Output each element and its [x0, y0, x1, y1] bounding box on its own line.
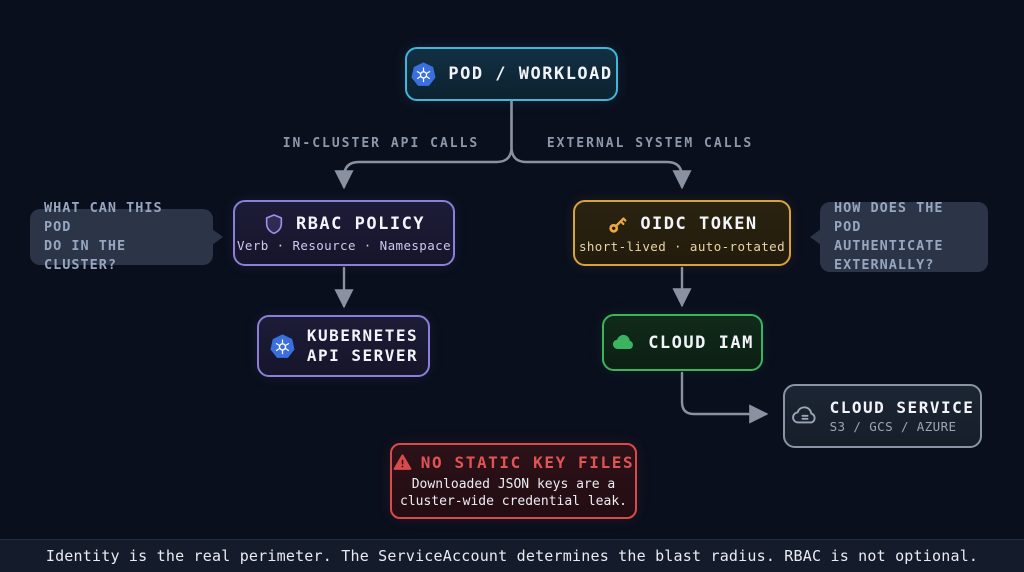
- key-icon: [602, 208, 635, 241]
- node-oidc-label: OIDC TOKEN: [640, 214, 758, 234]
- note-pointer-left: [810, 229, 821, 245]
- footer-bar: Identity is the real perimeter. The Serv…: [0, 539, 1024, 572]
- node-apiserver-label-line1: KUBERNETES: [306, 326, 419, 345]
- node-cloud-service: CLOUD SERVICE S3 / GCS / AZURE: [783, 384, 982, 448]
- shield-icon: [263, 213, 285, 235]
- node-pod-label: POD / WORKLOAD: [448, 64, 613, 84]
- branch-label-in-cluster: IN-CLUSTER API CALLS: [282, 136, 480, 151]
- warning-triangle-icon: [393, 453, 412, 472]
- node-apiserver-label-line2: API SERVER: [306, 346, 419, 365]
- note-line: WHAT CAN THIS POD: [44, 200, 163, 235]
- node-service-label: CLOUD SERVICE: [829, 398, 975, 417]
- node-oidc-subtitle: short-lived · auto-rotated: [578, 238, 786, 254]
- edge-iam-to-service: [680, 371, 769, 424]
- node-cloud-iam: CLOUD IAM: [602, 314, 763, 371]
- warning-no-static-keys: NO STATIC KEY FILES Downloaded JSON keys…: [390, 443, 637, 519]
- node-kubernetes-api-server: KUBERNETES API SERVER: [257, 315, 430, 377]
- node-rbac-policy: RBAC POLICY Verb · Resource · Namespace: [233, 200, 455, 266]
- kubernetes-icon: [410, 61, 437, 88]
- note-pointer-right: [212, 229, 223, 245]
- kubernetes-icon: [269, 333, 296, 360]
- warning-title: NO STATIC KEY FILES: [420, 452, 635, 472]
- note-line: DO IN THE CLUSTER?: [44, 238, 127, 273]
- note-rbac-question: WHAT CAN THIS POD DO IN THE CLUSTER?: [30, 200, 223, 273]
- note-line: EXTERNALLY?: [834, 257, 935, 273]
- warning-line: Downloaded JSON keys are a: [411, 476, 616, 492]
- note-line: HOW DOES THE POD: [834, 200, 944, 235]
- branch-label-external: EXTERNAL SYSTEM CALLS: [546, 136, 754, 151]
- node-iam-label: CLOUD IAM: [648, 332, 754, 353]
- footer-text: Identity is the real perimeter. The Serv…: [45, 547, 979, 565]
- cloud-icon: [611, 330, 637, 356]
- edge-pod-to-oidc: [510, 99, 692, 190]
- node-rbac-subtitle: Verb · Resource · Namespace: [237, 238, 451, 253]
- node-oidc-token: OIDC TOKEN short-lived · auto-rotated: [573, 200, 791, 266]
- warning-line: cluster-wide credential leak.: [400, 493, 627, 509]
- node-service-subtitle: S3 / GCS / AZURE: [829, 419, 957, 434]
- note-oidc-question: HOW DOES THE POD AUTHENTICATE EXTERNALLY…: [810, 200, 988, 273]
- node-rbac-label: RBAC POLICY: [295, 214, 426, 234]
- edge-pod-to-rbac: [334, 99, 513, 190]
- cloud-storage-icon: [791, 402, 819, 430]
- note-line: AUTHENTICATE: [834, 238, 944, 254]
- node-pod-workload: POD / WORKLOAD: [405, 47, 618, 101]
